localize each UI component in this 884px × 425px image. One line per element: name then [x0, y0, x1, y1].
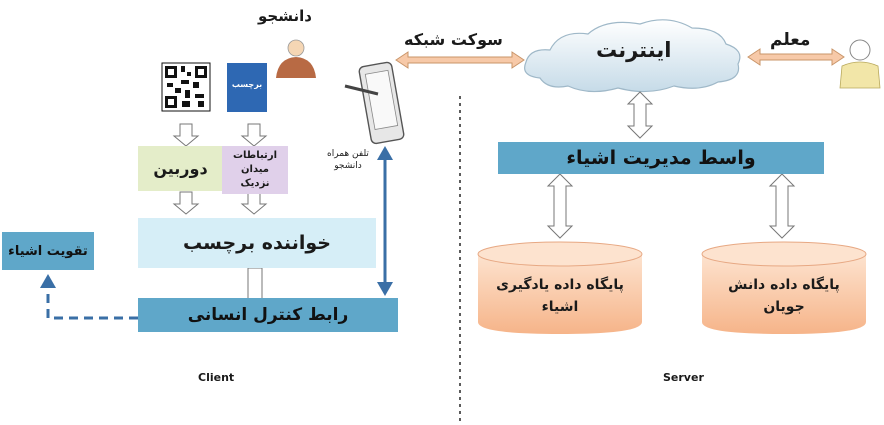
db-students-shape: [701, 241, 867, 334]
client-label: Client: [198, 371, 235, 384]
teacher-avatar: [839, 39, 881, 89]
internet-cloud: [524, 19, 741, 93]
nfc-reader-arrow: [240, 191, 268, 215]
tag-nfc-arrow: [240, 123, 268, 147]
camera-box: دوربین: [138, 146, 223, 191]
db-objects-label: پایگاه داده یادگیری اشیاء: [496, 277, 624, 315]
server-label: Server: [663, 371, 704, 384]
student-avatar: [276, 39, 316, 78]
middleware-db-students-arrow: [768, 173, 796, 239]
tag-icon-shape: [227, 63, 267, 112]
student-phone-label: تلفن همراه دانشجو: [327, 149, 369, 171]
camera-reader-arrow: [172, 191, 200, 215]
qr-camera-arrow: [172, 123, 200, 147]
network-socket-arrow: [395, 51, 525, 69]
teacher-label: معلم: [770, 30, 811, 50]
db-students-label: پایگاه داده دانش جویان: [728, 277, 840, 315]
tag-icon-text: برچسب: [231, 80, 263, 89]
feedback-arrow: [40, 274, 138, 320]
reader-hci-arrow: [247, 267, 263, 301]
student-label: دانشجو: [258, 7, 312, 25]
phone-icon: [344, 61, 405, 145]
hci-box: رابط کنترل انسانی: [138, 298, 398, 332]
db-objects-shape: [477, 241, 643, 334]
iot-middleware-box: واسط مدیریت اشیاء: [498, 142, 824, 174]
phone-hci-arrow: [377, 146, 393, 296]
tag-reader-box: خواننده برچسب: [138, 218, 376, 268]
middleware-db-objects-arrow: [546, 173, 574, 239]
internet-label: اینترنت: [596, 38, 672, 62]
object-reinforcement-box: تقویت اشیاء: [2, 232, 94, 270]
network-socket-label: سوکت شبکه: [404, 30, 503, 49]
nfc-box: ارتباطات میدان نزدیک: [222, 146, 288, 194]
teacher-arrow: [747, 48, 845, 66]
cloud-middleware-arrow: [626, 91, 654, 139]
qr-code-icon: [161, 62, 211, 112]
